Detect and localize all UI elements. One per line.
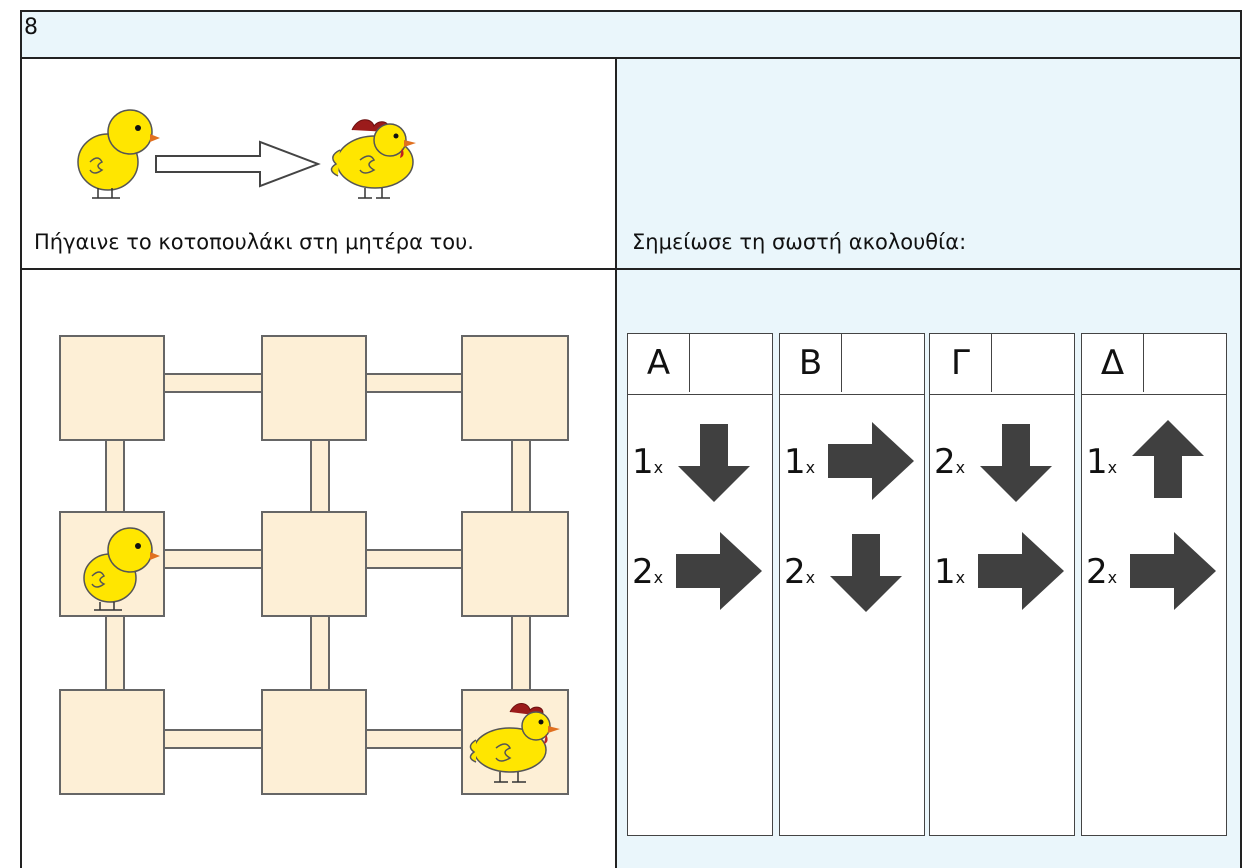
arrow-down-icon bbox=[830, 534, 902, 612]
arrow-up-icon bbox=[1132, 420, 1204, 498]
option-b[interactable]: Β 1x 2x bbox=[779, 333, 925, 836]
maze-path bbox=[155, 549, 267, 569]
step: 2x bbox=[784, 526, 924, 616]
option-header: Γ bbox=[930, 334, 1074, 395]
hen-icon bbox=[330, 119, 416, 199]
step: 2x bbox=[1086, 526, 1226, 616]
maze-path bbox=[365, 549, 467, 569]
answer-panel-top bbox=[617, 58, 1242, 268]
task-instruction: Πήγαινε το κοτοπουλάκι στη μητέρα του. bbox=[34, 230, 474, 254]
maze-cell bbox=[261, 511, 367, 617]
option-letter: Δ bbox=[1082, 334, 1144, 392]
maze-path bbox=[511, 611, 531, 698]
maze-path bbox=[155, 729, 267, 749]
maze-cell bbox=[461, 511, 569, 617]
maze-path bbox=[105, 431, 125, 518]
goal-illustration bbox=[77, 109, 416, 199]
arrow-right-icon bbox=[978, 532, 1064, 610]
maze-cell bbox=[461, 335, 569, 441]
grid-line-right bbox=[1240, 10, 1242, 868]
chick-icon bbox=[77, 109, 160, 199]
maze-path bbox=[310, 431, 330, 518]
grid-line-header-bottom bbox=[20, 57, 1242, 59]
option-letter: Α bbox=[628, 334, 690, 392]
answer-prompt: Σημείωσε τη σωστή ακολουθία: bbox=[632, 230, 967, 254]
option-d[interactable]: Δ 1x 2x bbox=[1081, 333, 1227, 836]
step: 1x bbox=[632, 416, 772, 506]
option-a[interactable]: Α 1x 2x bbox=[627, 333, 773, 836]
arrow-down-icon bbox=[678, 424, 750, 502]
maze-path bbox=[511, 431, 531, 518]
arrow-right-outline-icon bbox=[155, 140, 321, 188]
maze-cell bbox=[261, 335, 367, 441]
option-letter: Γ bbox=[930, 334, 992, 392]
maze-cell bbox=[59, 689, 165, 795]
maze-cell bbox=[261, 689, 367, 795]
step: 2x bbox=[632, 526, 772, 616]
maze-path bbox=[155, 373, 267, 393]
arrow-right-icon bbox=[828, 422, 914, 500]
step: 1x bbox=[934, 526, 1074, 616]
step: 1x bbox=[784, 416, 924, 506]
option-header: Α bbox=[628, 334, 772, 395]
grid-line-center bbox=[615, 58, 617, 868]
grid-line-middle bbox=[20, 268, 1242, 270]
arrow-right-icon bbox=[1130, 532, 1216, 610]
grid-line-top bbox=[20, 10, 1242, 12]
maze-grid bbox=[59, 335, 569, 795]
step: 1x bbox=[1086, 416, 1226, 506]
maze-path bbox=[365, 729, 467, 749]
step: 2x bbox=[934, 416, 1074, 506]
maze-path bbox=[310, 611, 330, 698]
header-band bbox=[20, 10, 1242, 58]
maze-path bbox=[365, 373, 467, 393]
task-number: 8 bbox=[24, 15, 38, 40]
hen-icon bbox=[469, 703, 560, 783]
arrow-down-icon bbox=[980, 424, 1052, 502]
grid-line-left bbox=[20, 10, 22, 868]
arrow-right-icon bbox=[676, 532, 762, 610]
chick-icon bbox=[83, 527, 160, 611]
option-header: Β bbox=[780, 334, 924, 395]
option-c[interactable]: Γ 2x 1x bbox=[929, 333, 1075, 836]
option-letter: Β bbox=[780, 334, 842, 392]
option-header: Δ bbox=[1082, 334, 1226, 395]
maze-path bbox=[105, 611, 125, 698]
maze-cell bbox=[59, 335, 165, 441]
